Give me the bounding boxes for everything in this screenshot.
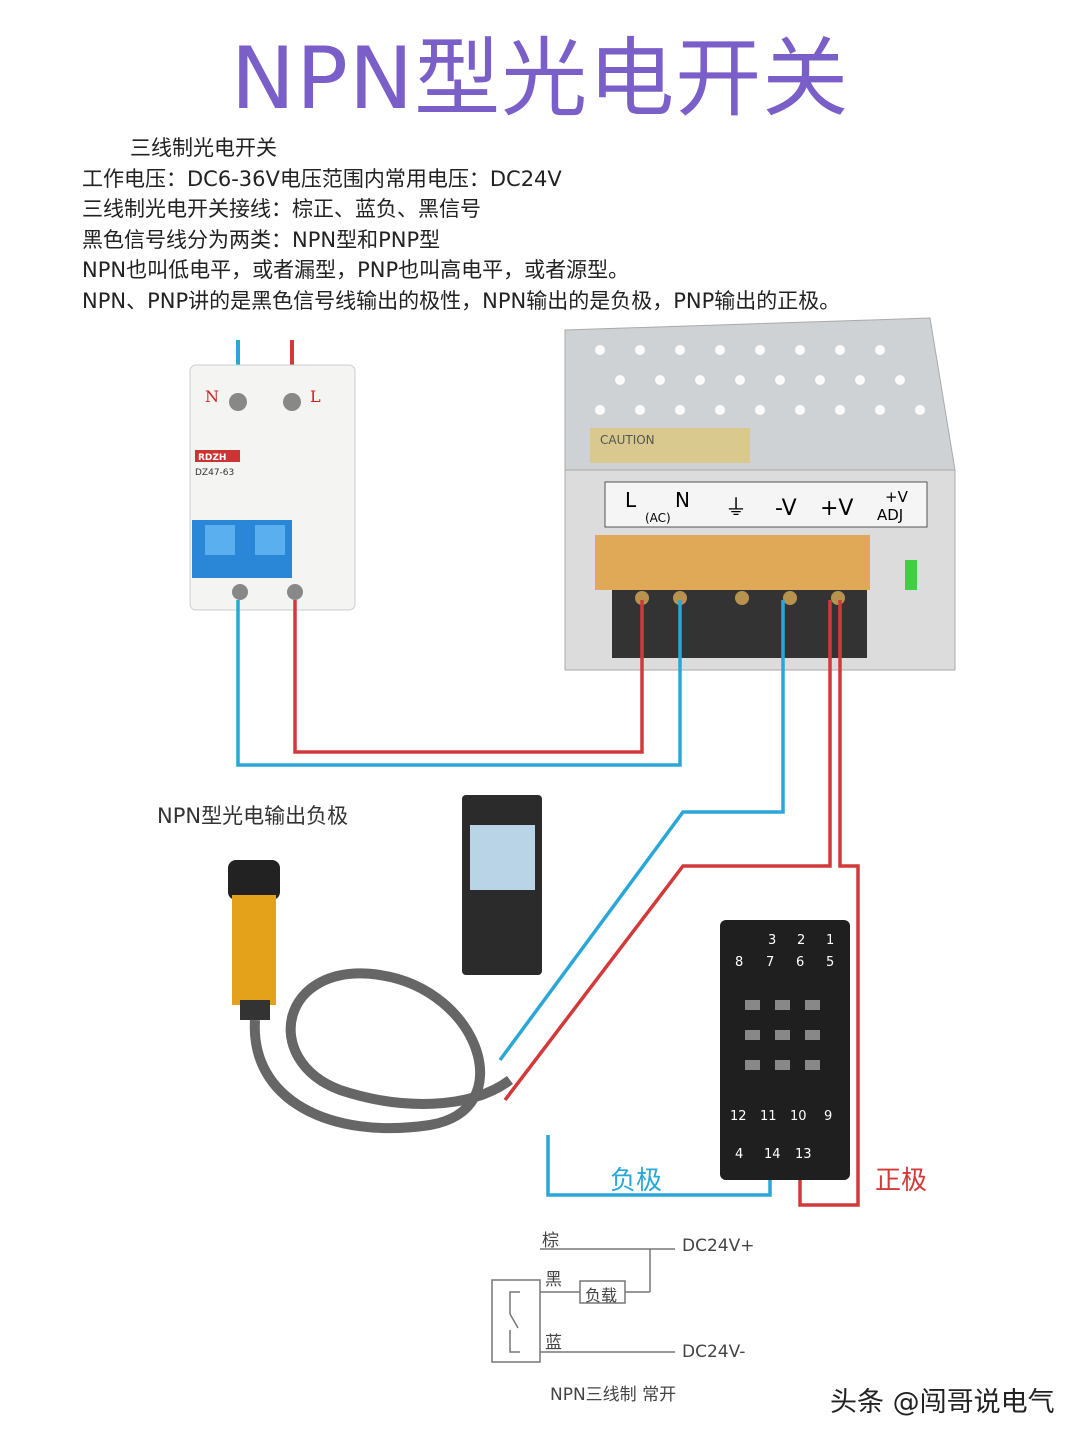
black-wire-label: 黑 — [545, 1270, 562, 1290]
red-wire-relay — [798, 600, 860, 1207]
description-notes: 三线制光电开关 工作电压：DC6-36V电压范围内常用电压：DC24V 三线制光… — [82, 133, 840, 316]
pin-label: 13 — [795, 1147, 812, 1162]
breaker-l-label: L — [310, 387, 321, 406]
note-line: NPN、PNP讲的是黑色信号线输出的极性，NPN输出的是负极，PNP输出的正极。 — [82, 288, 841, 313]
ground-icon: ⏚ — [725, 496, 747, 521]
terminal-posv-label: +V — [820, 496, 853, 521]
pin-label: 6 — [796, 955, 804, 970]
blue-wire-relay — [546, 1135, 772, 1197]
circuit-breaker: N L RDZH DZ47-63 — [189, 340, 356, 611]
breaker-n-label: N — [205, 387, 219, 406]
photoelectric-sensor — [228, 860, 513, 1134]
relay-small — [462, 795, 542, 975]
blue-wire-label: 蓝 — [545, 1333, 562, 1353]
note-line: 工作电压：DC6-36V电压范围内常用电压：DC24V — [82, 166, 562, 191]
schematic-caption: NPN三线制 常开 — [550, 1385, 677, 1405]
pin-label: 12 — [730, 1109, 747, 1124]
relay-socket: 3 2 1 8 7 6 5 12 11 10 9 4 14 13 — [720, 920, 850, 1180]
pin-label: 3 — [768, 933, 776, 948]
terminal-ac-label: (AC) — [645, 511, 671, 525]
pin-label: 9 — [824, 1109, 832, 1124]
breaker-brand: RDZH — [198, 453, 226, 463]
pin-label: 5 — [826, 955, 834, 970]
power-supply: CAUTION L N (AC) ⏚ -V +V +V ADJ — [564, 317, 956, 671]
blue-wire-negative — [498, 600, 785, 1062]
page-title: NPN型光电开关 — [230, 29, 850, 129]
blue-wire-n — [236, 600, 682, 767]
pin-label: 11 — [760, 1109, 777, 1124]
watermark: 头条 @闯哥说电气 — [830, 1387, 1055, 1418]
pin-label: 4 — [735, 1147, 743, 1162]
brown-wire-label: 棕 — [542, 1231, 559, 1251]
caution-label: CAUTION — [600, 433, 655, 447]
pin-label: 8 — [735, 955, 743, 970]
npn-schematic — [491, 1248, 675, 1363]
red-wire-positive — [503, 600, 832, 1102]
load-label: 负载 — [585, 1286, 618, 1305]
terminal-adj-label: ADJ — [877, 506, 903, 524]
wires — [236, 600, 860, 1207]
pin-label: 2 — [797, 933, 805, 948]
red-wire-l — [293, 600, 644, 754]
breaker-model: DZ47-63 — [195, 468, 234, 478]
dc24v-minus-label: DC24V- — [682, 1342, 746, 1362]
negative-label: 负极 — [610, 1166, 663, 1196]
note-line: 黑色信号线分为两类：NPN型和PNP型 — [82, 227, 441, 252]
pin-label: 7 — [766, 955, 774, 970]
pin-label: 1 — [826, 933, 834, 948]
note-line: 三线制光电开关 — [130, 136, 277, 160]
terminal-n-label: N — [675, 488, 690, 512]
note-line: NPN也叫低电平，或者漏型，PNP也叫高电平，或者源型。 — [82, 258, 630, 282]
pin-label: 10 — [790, 1109, 807, 1124]
terminal-negv-label: -V — [775, 496, 797, 521]
terminal-posv2-label: +V — [885, 488, 909, 506]
sensor-label: NPN型光电输出负极 — [157, 804, 349, 828]
pin-label: 14 — [764, 1147, 781, 1162]
positive-label: 正极 — [875, 1166, 928, 1196]
note-line: 三线制光电开关接线：棕正、蓝负、黑信号 — [82, 197, 481, 221]
terminal-l-label: L — [625, 488, 637, 512]
dc24v-plus-label: DC24V+ — [682, 1236, 755, 1256]
